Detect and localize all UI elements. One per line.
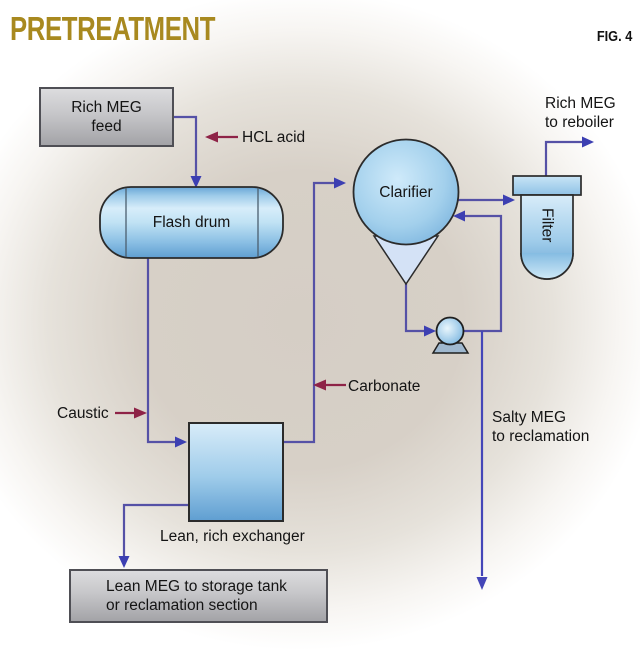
drum-to-exchanger-line (146, 258, 175, 444)
carbonate-label: Carbonate (348, 378, 421, 395)
feed-to-drum-line (173, 115, 198, 177)
arrow-down-icon (190, 176, 202, 188)
arrow-left-icon (205, 131, 218, 143)
chemical-arrowheads (134, 131, 326, 419)
output-box (69, 569, 328, 623)
flow-arrowheads (118, 136, 594, 590)
output-box-label-line2: or reclamation section (106, 597, 258, 614)
cone-to-pump-line (404, 284, 424, 333)
filter-to-reboiler-line (544, 140, 582, 176)
page-title: PRETREATMENT (10, 10, 216, 47)
rich-meg-to-reboiler-label: Rich MEG to reboiler (545, 95, 616, 131)
flash-drum-label: Flash drum (152, 214, 231, 231)
filter-label: Filter (538, 207, 556, 243)
filter-dome (520, 252, 574, 280)
output-box-label: Lean MEG to storage tank or reclamation … (70, 570, 327, 622)
filter-cap (512, 175, 582, 196)
pump (435, 316, 465, 346)
exchanger-to-storage-line (122, 503, 190, 556)
exchanger (188, 422, 284, 522)
flash-drum (99, 186, 284, 259)
salty-meg-to-reclamation-label: Salty MEG to reclamation (492, 409, 590, 445)
feed-box (39, 87, 174, 147)
arrow-left-icon (313, 379, 326, 391)
arrow-right-icon (334, 177, 346, 189)
flow-lines (122, 115, 582, 576)
figure-label: FIG. 4 (596, 29, 632, 45)
arrow-left-icon (453, 210, 465, 222)
hcl-acid-label: HCL acid (242, 129, 306, 146)
arrow-right-icon (503, 194, 515, 206)
exchanger-label: Lean, rich exchanger (160, 528, 305, 545)
pump-recycle-line (464, 214, 503, 333)
exchanger-to-clarifier-line (283, 181, 334, 444)
arrow-down-icon (118, 556, 130, 568)
feed-box-label: Rich MEG feed (71, 99, 142, 135)
arrow-right-icon (175, 436, 187, 448)
chemical-lines (115, 135, 346, 415)
arrow-right-icon (424, 325, 436, 337)
clarifier-label: Clarifier (379, 183, 433, 201)
arrow-right-icon (582, 136, 594, 148)
arrow-down-icon (476, 577, 488, 590)
arrow-right-icon (134, 407, 147, 419)
caustic-label: Caustic (57, 405, 109, 422)
clarifier (352, 138, 460, 246)
output-box-label-line1: Lean MEG to storage tank (106, 578, 287, 595)
